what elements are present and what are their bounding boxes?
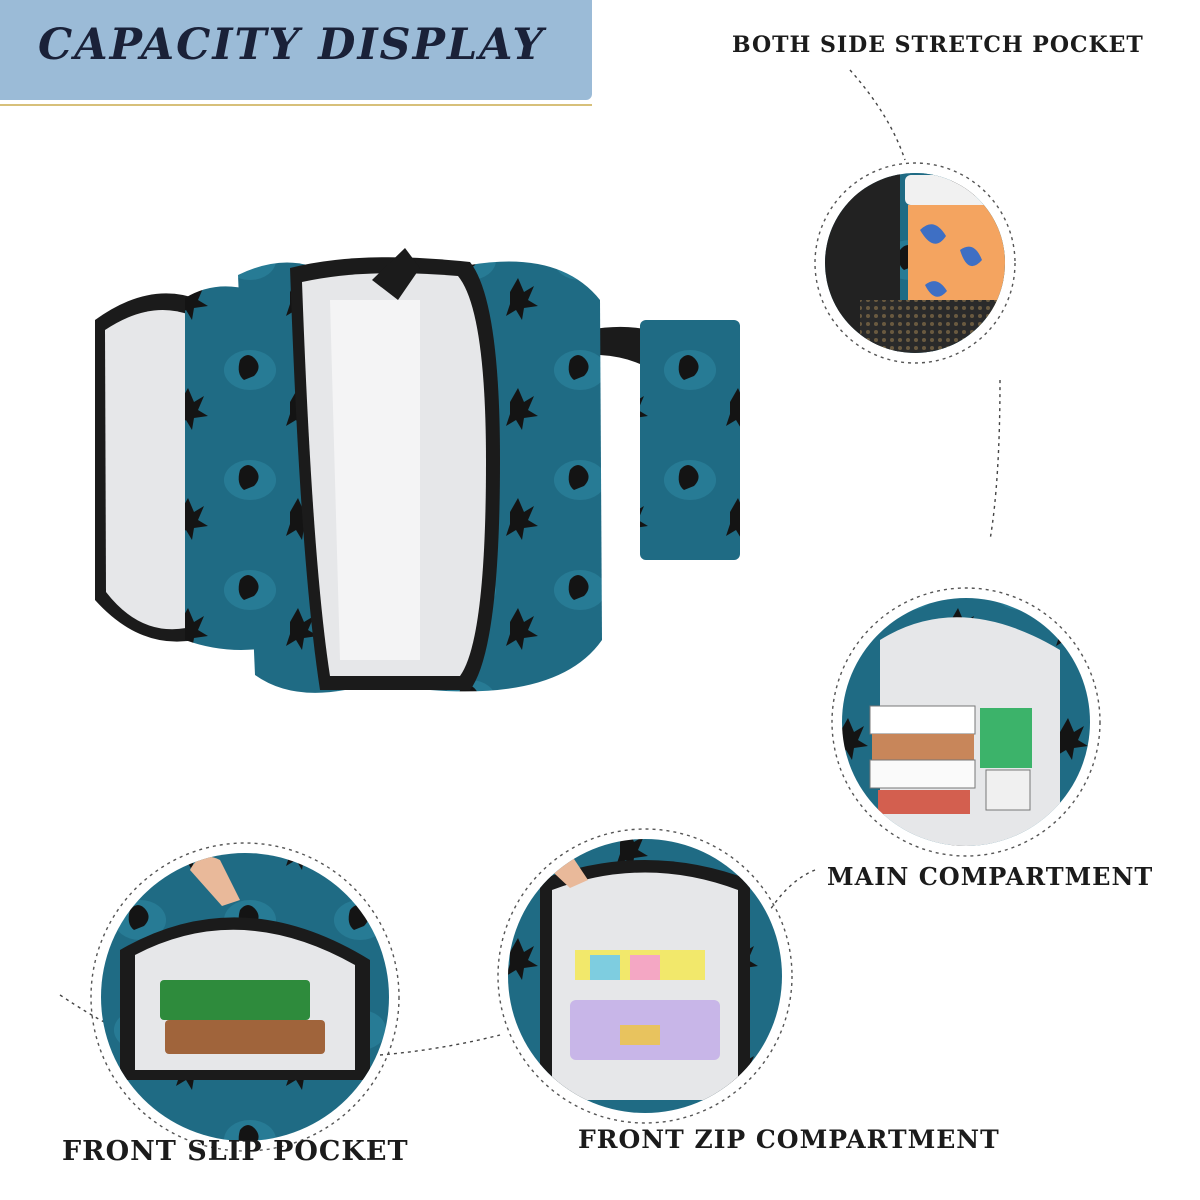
leader-lines [59,69,1001,1056]
main-compartment-label: MAIN COMPARTMENT [827,862,1154,891]
leader-line-side-main [989,379,1001,541]
zip-compartment-circle [497,828,793,1124]
open-backpack [95,248,740,693]
leader-line-main [769,869,816,911]
side-pocket-label: BOTH SIDE STRETCH POCKET [732,32,1144,58]
slip-pocket-circle [90,842,400,1152]
side-pocket-circle [814,162,1016,364]
front-slip-pocket-photo [101,853,389,1141]
side-pocket-photo [825,173,1005,353]
front-slip-pocket-label: FRONT SLIP POCKET [62,1136,409,1167]
front-zip-compartment-label: FRONT ZIP COMPARTMENT [578,1125,1000,1154]
capacity-banner [0,0,592,100]
front-zip-compartment-photo [508,839,782,1113]
main-compartment-circle [831,587,1101,857]
leader-line-slip-zip [379,1034,501,1056]
banner-underline [0,104,592,106]
page-title: CAPACITY DISPLAY [38,20,546,70]
main-compartment-photo [842,598,1090,846]
leader-line-side [849,69,906,161]
